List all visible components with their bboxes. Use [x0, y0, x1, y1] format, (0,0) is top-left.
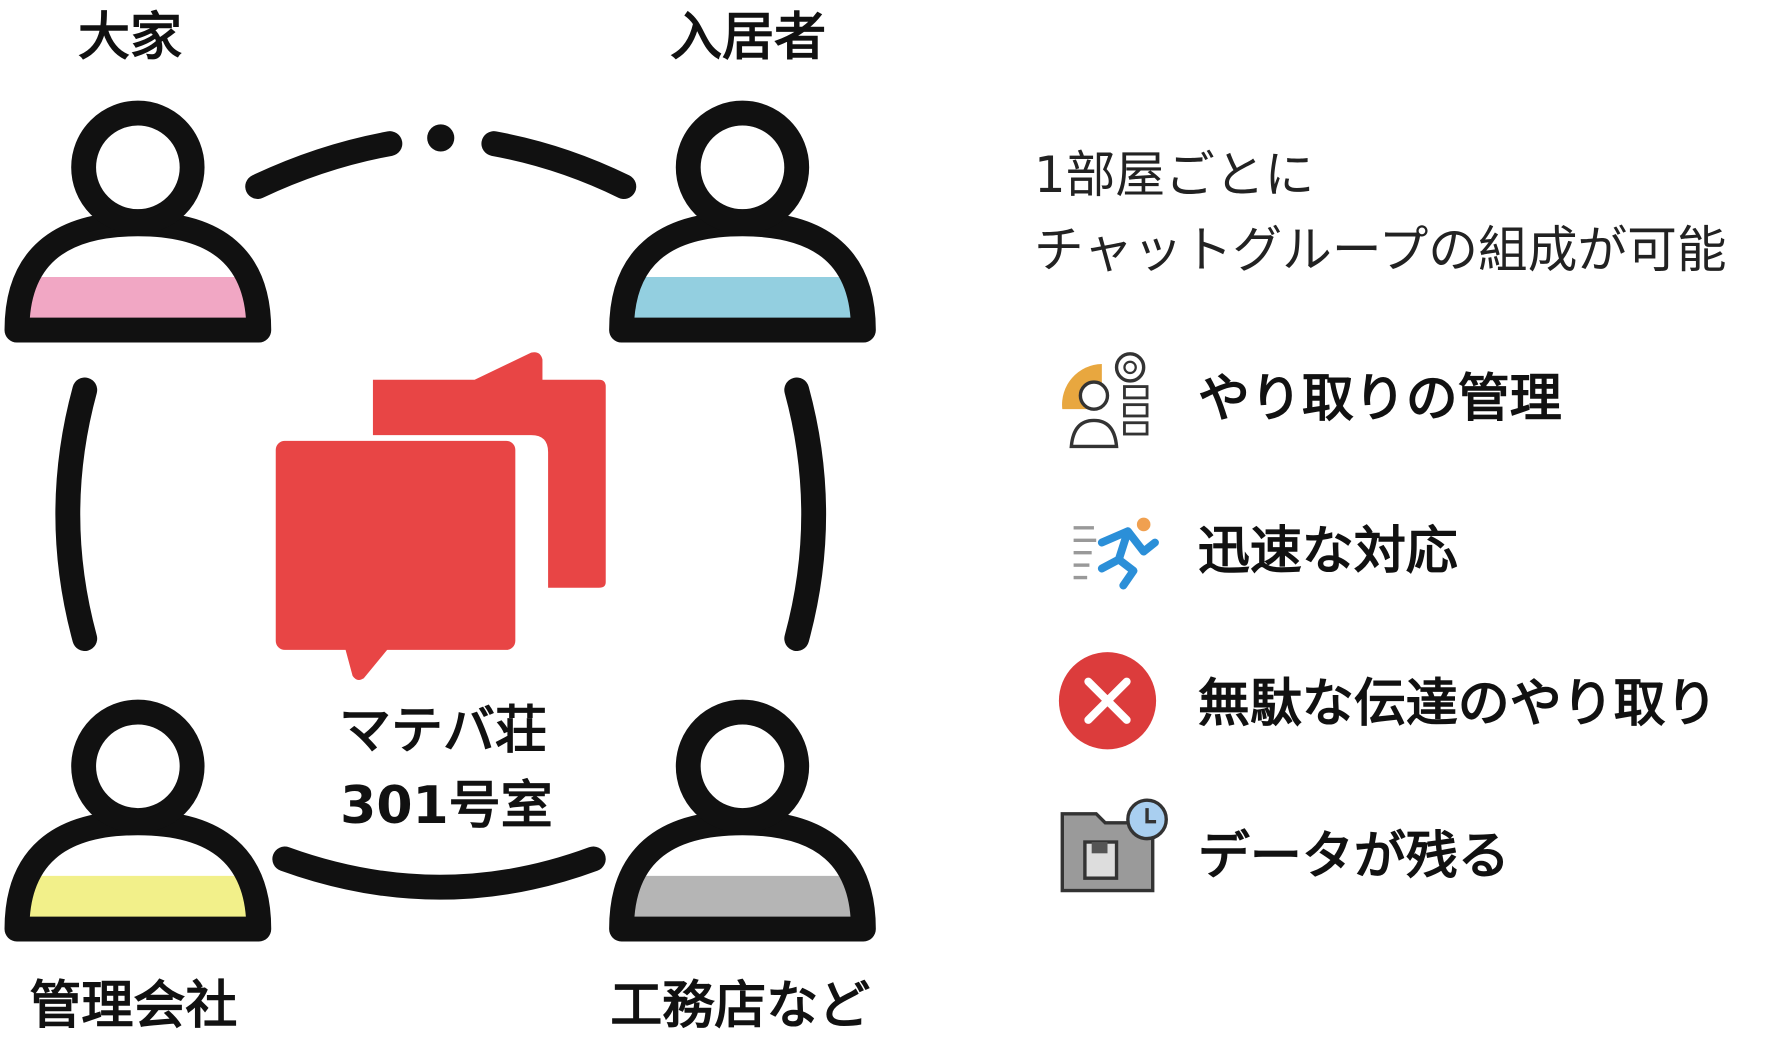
person-tenant: [609, 100, 876, 343]
person-head: [675, 100, 810, 235]
intro-line-1: 1部屋ごとに: [1034, 146, 1314, 204]
feature-label: 迅速な対応: [1198, 522, 1458, 582]
label-landlord: 大家: [78, 7, 182, 67]
person-management: [4, 699, 272, 942]
connector-lines: [55, 124, 827, 900]
chat-bubbles-icon: [275, 352, 606, 680]
label-tenant: 入居者: [670, 7, 826, 67]
folder-save-clock-icon: [1060, 798, 1168, 893]
red-x-circle-icon: [1058, 652, 1157, 750]
connector-left: [55, 377, 98, 652]
running-person-icon: [1073, 517, 1159, 590]
room-name: マテバ荘: [339, 701, 547, 761]
person-head: [71, 100, 205, 235]
connector-bottom: [272, 846, 606, 900]
connector-top-right: [481, 131, 637, 199]
label-contractor: 工務店など: [610, 976, 870, 1036]
management-gear-icon: [1062, 352, 1149, 449]
connector-right: [784, 377, 827, 652]
feature-label: データが残る: [1198, 827, 1510, 887]
label-management: 管理会社: [29, 976, 237, 1036]
person-head: [675, 699, 810, 833]
feature-label: やり取りの管理: [1198, 369, 1562, 429]
connector-dot: [427, 124, 455, 152]
person-contractor: [609, 699, 876, 942]
room-number: 301号室: [340, 776, 552, 836]
person-band: [629, 276, 856, 323]
feature-label: 無駄な伝達のやり取り: [1198, 674, 1718, 734]
person-band: [24, 276, 251, 323]
person-band: [24, 875, 251, 922]
intro-line-2: チャットグループの組成が可能: [1034, 221, 1727, 279]
person-landlord: [4, 100, 272, 343]
person-band: [629, 875, 856, 922]
connector-top-left: [245, 131, 403, 199]
person-head: [71, 699, 205, 833]
